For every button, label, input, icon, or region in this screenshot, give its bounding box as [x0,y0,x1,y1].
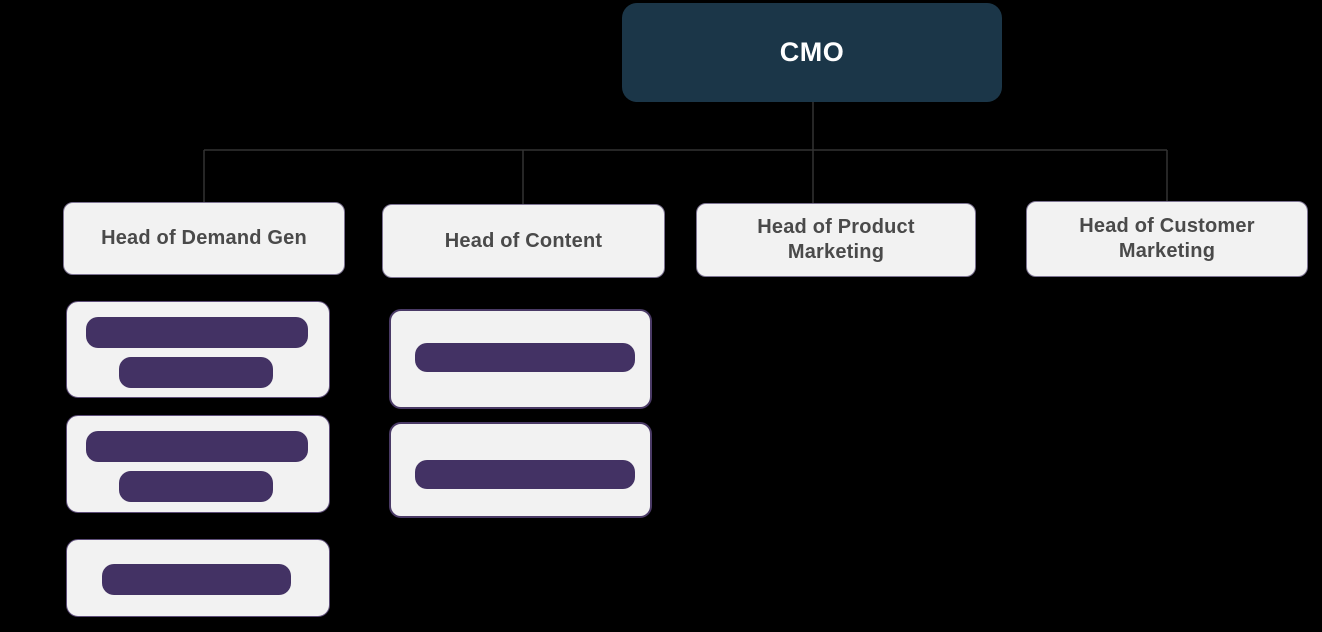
node-head-of-demand-gen[interactable]: Head of Demand Gen [63,202,345,275]
node-head-of-demand-gen-label: Head of Demand Gen [101,227,307,249]
node-head-of-content[interactable]: Head of Content [382,204,665,278]
connector-path [203,102,1168,204]
node-head-of-customer-marketing[interactable]: Head of Customer Marketing [1026,201,1308,277]
node-head-of-product-marketing-label: Head of Product Marketing [757,216,915,263]
placeholder-card-content-1[interactable] [389,309,652,409]
redacted-text-bar [415,343,635,372]
redacted-text-bar [102,564,291,595]
placeholder-card-content-2[interactable] [389,422,652,518]
redacted-text-bar [86,431,308,462]
placeholder-card-demand-gen-3[interactable] [66,539,330,617]
redacted-text-bar [86,317,308,348]
node-cmo-label: CMO [779,36,845,67]
node-head-of-customer-marketing-label: Head of Customer Marketing [1079,215,1255,262]
redacted-text-bar [119,471,273,502]
redacted-text-bar [415,460,635,489]
placeholder-card-demand-gen-1[interactable] [66,301,330,398]
redacted-text-bar [119,357,273,388]
node-cmo[interactable]: CMO [622,3,1002,102]
node-head-of-product-marketing[interactable]: Head of Product Marketing [696,203,976,277]
placeholder-card-demand-gen-2[interactable] [66,415,330,513]
node-head-of-content-label: Head of Content [444,229,603,252]
